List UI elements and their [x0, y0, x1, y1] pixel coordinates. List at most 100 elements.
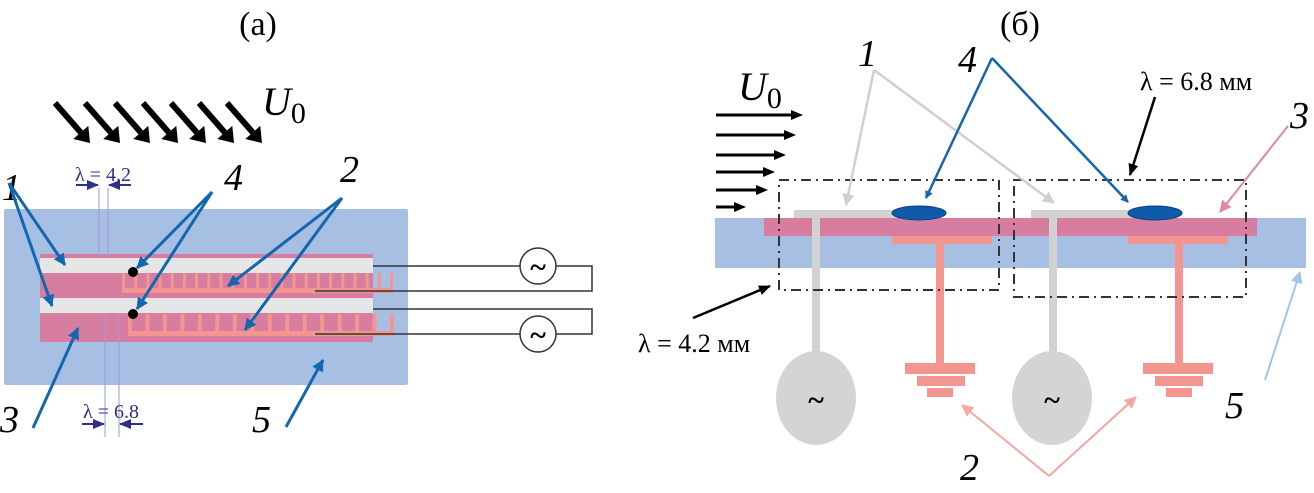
ground-symbol	[927, 388, 953, 397]
flow-arrow-head	[756, 185, 768, 195]
comb-tooth	[341, 273, 345, 293]
flow-arrow-head	[161, 125, 178, 143]
callout-arrow-4	[924, 57, 994, 199]
electrode-lead	[1049, 210, 1057, 382]
exposed-electrode-bottom	[40, 298, 373, 313]
callout-arrow-4	[135, 190, 214, 270]
ac-source-top: ~	[519, 247, 557, 285]
callout-arrow-2	[227, 196, 343, 288]
ac-source	[1012, 351, 1092, 445]
flow-arrow-head	[103, 125, 120, 143]
comb-tooth	[207, 273, 211, 293]
flow-arrow-head	[245, 125, 262, 143]
flow-arrow	[224, 101, 256, 135]
callout-arrow-2	[961, 404, 1050, 477]
comb-tooth	[304, 273, 308, 293]
label-2-b: 2	[960, 447, 979, 489]
flow-arrow-head	[217, 125, 234, 143]
ac-source	[776, 351, 856, 445]
ground-lead	[1175, 244, 1183, 366]
encapsulated-electrode	[892, 236, 992, 244]
comb-tooth	[145, 314, 150, 336]
sine-wave-icon: ~	[808, 384, 824, 417]
comb-tooth	[146, 273, 150, 293]
comb-tooth	[285, 314, 290, 336]
label-3-a: 3	[0, 399, 19, 441]
comb-tooth	[182, 273, 186, 293]
lambda-label-4-2: λ = 4.2 мм	[638, 329, 750, 358]
callout-arrow-1	[873, 68, 1055, 205]
comb-tooth	[353, 273, 357, 293]
callout-arrow-3	[31, 327, 80, 429]
sine-wave-icon: ~	[530, 319, 546, 352]
comb-tooth	[377, 273, 381, 293]
actuator-1: ~	[776, 205, 992, 445]
callout-arrow-1	[7, 182, 67, 266]
callout-arrow-3	[1219, 125, 1289, 213]
exposed-electrode-top	[40, 258, 373, 273]
exposed-electrode	[1031, 210, 1149, 218]
comb-tooth	[128, 314, 132, 336]
flow-arrow	[140, 101, 172, 135]
flow-arrows-oblique	[52, 101, 262, 143]
encapsulated-electrode	[1128, 236, 1228, 244]
flow-label-u0-a: U0	[262, 79, 306, 130]
comb-tooth	[267, 314, 272, 336]
comb-tooth	[316, 273, 320, 293]
label-5-a: 5	[252, 399, 271, 441]
callout-arrow-5	[1264, 271, 1303, 381]
wavelength-box-4-2	[778, 179, 1000, 291]
label-2-a: 2	[340, 149, 359, 191]
comb-tooth	[243, 273, 247, 293]
comb-tooth	[197, 314, 202, 336]
flow-arrow-head	[784, 130, 796, 140]
ground-lead	[936, 244, 944, 366]
flow-arrow	[82, 101, 114, 135]
panel-a-title: (a)	[239, 6, 277, 43]
label-1-b: 1	[858, 33, 877, 75]
ground-symbol	[1155, 376, 1203, 386]
callout-arrow-4	[135, 191, 214, 310]
flow-label-u0-b: U0	[738, 64, 782, 115]
comb-tooth	[232, 314, 237, 336]
callout-arrow-lambda-6-8	[1128, 96, 1157, 176]
comb-tooth	[302, 314, 307, 336]
plasma-point-bottom	[128, 309, 138, 319]
actuator-2: ~	[1012, 205, 1228, 445]
ac-source-bottom: ~	[519, 315, 557, 353]
comb-tooth	[256, 273, 259, 293]
flow-arrows-horizontal	[716, 110, 803, 212]
comb-electrode-bottom	[128, 314, 394, 336]
comb-tooth	[219, 273, 223, 293]
callout-arrow-1	[7, 182, 55, 307]
exposed-electrode	[794, 210, 912, 218]
comb-tooth	[162, 314, 167, 336]
electrode-lead	[812, 210, 820, 382]
lambda-label-top: λ = 4.2	[75, 164, 131, 186]
flow-arrow	[52, 101, 84, 135]
comb-tooth	[320, 314, 325, 336]
label-4-b: 4	[958, 39, 977, 81]
panel-a: (a) U0 λ = 4.2 λ = 6.8	[0, 6, 593, 441]
comb-tooth	[355, 314, 360, 336]
sine-wave-icon: ~	[530, 251, 546, 284]
callout-arrow-4	[991, 57, 1129, 203]
ground-symbol	[917, 376, 965, 386]
comb-tooth	[180, 314, 185, 336]
comb-tooth	[215, 314, 220, 336]
sine-wave-icon: ~	[1044, 384, 1060, 417]
comb-tooth	[390, 273, 393, 293]
label-5-b: 5	[1225, 385, 1244, 427]
comb-tooth	[337, 314, 342, 336]
flow-arrow-head	[73, 125, 90, 143]
flow-arrow	[112, 101, 144, 135]
plasma-region	[891, 205, 947, 221]
comb-tooth	[268, 273, 272, 293]
flow-arrow	[168, 101, 200, 135]
flow-arrow-head	[189, 125, 206, 143]
plasma-region	[1127, 205, 1183, 221]
callout-arrow-1	[842, 69, 876, 206]
label-3-b: 3	[1289, 95, 1309, 137]
flow-arrow-head	[791, 110, 803, 120]
flow-arrow-head	[734, 202, 746, 212]
